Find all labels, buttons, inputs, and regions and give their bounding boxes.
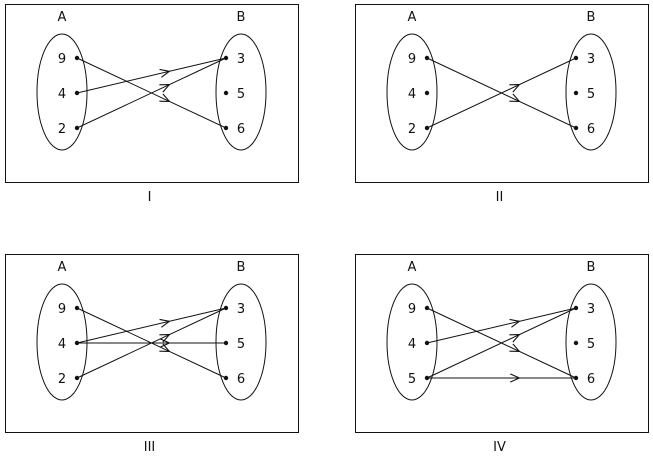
mapping-diagram-2: A B 9 4 2 3 5 6II <box>355 4 649 205</box>
set-a-dot <box>424 90 430 96</box>
set-a-element: 9 <box>58 52 66 67</box>
set-b-element: 5 <box>587 337 595 352</box>
set-b-dot <box>573 340 579 346</box>
set-b-ellipse <box>215 283 267 401</box>
mapping-arrow-5-to-3 <box>426 307 577 379</box>
set-a-ellipse <box>36 283 88 401</box>
set-b-element: 3 <box>237 302 245 317</box>
set-a-label: A <box>58 260 67 275</box>
mapping-arrow-2-to-3 <box>426 57 577 129</box>
set-a-ellipse <box>36 33 88 151</box>
mapping-arrow-4-to-3 <box>426 307 577 344</box>
set-b-label: B <box>237 10 246 25</box>
set-a-dot <box>74 125 80 131</box>
arrowhead-2-to-3 <box>509 84 521 93</box>
set-b-element: 6 <box>237 122 245 137</box>
set-a-element: 2 <box>408 122 416 137</box>
set-b-dot <box>223 90 229 96</box>
set-a-element: 9 <box>58 302 66 317</box>
mapping-arrow-2-to-3 <box>76 57 227 129</box>
arrowhead-2-to-3 <box>159 84 171 93</box>
mapping-diagram-4: A B 9 4 5 3 5 6IV <box>355 254 649 455</box>
arrowhead-2-to-3 <box>159 334 171 343</box>
arrowhead-9-to-6 <box>159 93 171 102</box>
set-b-element: 3 <box>587 52 595 67</box>
set-b-dot <box>223 125 229 131</box>
set-b-element: 6 <box>237 372 245 387</box>
set-b-label: B <box>587 10 596 25</box>
set-b-ellipse <box>215 33 267 151</box>
set-b-ellipse <box>565 33 617 151</box>
diagram-caption: II <box>496 190 504 205</box>
set-b-element: 5 <box>237 337 245 352</box>
arrowhead-4-to-3 <box>509 318 521 328</box>
set-b-ellipse <box>565 283 617 401</box>
set-a-element: 4 <box>58 337 66 352</box>
arrowhead-4-to-5 <box>160 338 171 348</box>
set-a-element: 9 <box>408 52 416 67</box>
set-a-element: 4 <box>58 87 66 102</box>
arrowhead-9-to-6 <box>159 343 171 352</box>
set-a-dot <box>424 125 430 131</box>
set-b-element: 6 <box>587 372 595 387</box>
set-a-element: 2 <box>58 372 66 387</box>
set-a-element: 4 <box>408 87 416 102</box>
set-a-ellipse <box>386 283 438 401</box>
arrowhead-4-to-3 <box>159 318 171 328</box>
set-a-element: 4 <box>408 337 416 352</box>
arrowhead-9-to-6 <box>509 93 521 102</box>
set-b-label: B <box>237 260 246 275</box>
arrowhead-9-to-6 <box>509 343 521 352</box>
set-b-dot <box>573 125 579 131</box>
set-a-label: A <box>408 10 417 25</box>
set-a-element: 5 <box>408 372 416 387</box>
set-b-element: 5 <box>237 87 245 102</box>
mapping-diagram-1: A B 9 4 2 3 5 6I <box>5 4 299 205</box>
mapping-arrow-4-to-3 <box>76 57 227 94</box>
set-b-element: 3 <box>587 302 595 317</box>
set-b-dot <box>573 90 579 96</box>
arrowhead-5-to-3 <box>509 334 521 343</box>
set-a-element: 2 <box>58 122 66 137</box>
diagram-caption: IV <box>493 440 506 455</box>
arrowhead-4-to-3 <box>159 68 171 78</box>
set-a-label: A <box>58 10 67 25</box>
set-a-label: A <box>408 260 417 275</box>
arrowhead-5-to-6 <box>510 373 521 383</box>
set-b-element: 5 <box>587 87 595 102</box>
set-a-element: 9 <box>408 302 416 317</box>
diagram-caption: III <box>144 440 156 455</box>
set-b-element: 3 <box>237 52 245 67</box>
mapping-arrow-4-to-3 <box>76 307 227 344</box>
set-a-ellipse <box>386 33 438 151</box>
mapping-arrow-2-to-3 <box>76 307 227 379</box>
set-b-element: 6 <box>587 122 595 137</box>
diagram-caption: I <box>148 190 152 205</box>
set-b-label: B <box>587 260 596 275</box>
